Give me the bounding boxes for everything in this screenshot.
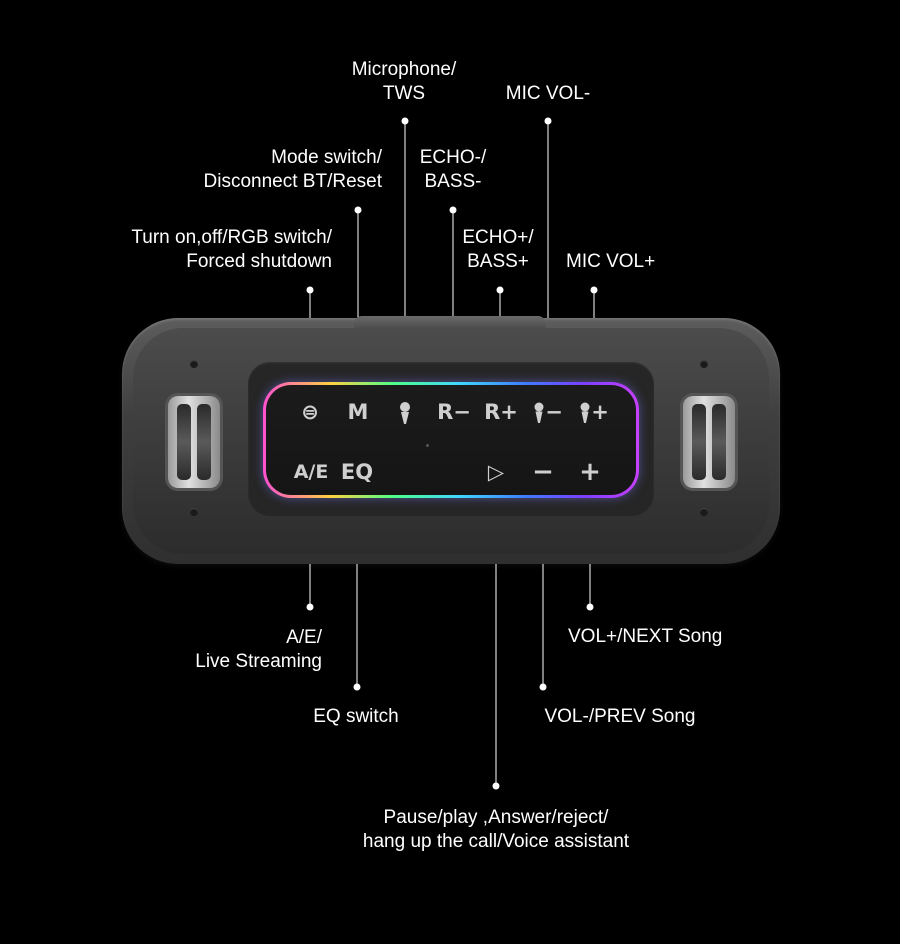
- label-mic-vol-up: MIC VOL+: [566, 251, 656, 272]
- echo-down-button[interactable]: R−: [432, 397, 476, 427]
- label-vol-up-next-song: VOL+/NEXT Song: [568, 626, 723, 647]
- microphone-button[interactable]: [385, 397, 425, 427]
- label-echo-down: ECHO-/BASS-: [419, 147, 487, 192]
- label-mic-vol-down: MIC VOL-: [505, 83, 591, 104]
- echo-up-button[interactable]: R+: [479, 397, 523, 427]
- microphone-icon: [534, 402, 544, 423]
- screw: [190, 508, 198, 516]
- label-play-pause-call: Pause/play ,Answer/reject/hang up the ca…: [362, 807, 630, 852]
- microphone-icon: [400, 402, 410, 424]
- label-eq-switch: EQ switch: [313, 706, 399, 727]
- mic-vol-up-button[interactable]: +: [572, 397, 616, 427]
- minus-icon: −: [545, 400, 563, 424]
- mic-vol-down-button[interactable]: −: [526, 397, 570, 427]
- label-mode-switch: Mode switch/Disconnect BT/Reset: [203, 147, 382, 192]
- screw: [700, 508, 708, 516]
- left-port: [168, 396, 220, 488]
- ae-button[interactable]: A/E: [288, 457, 334, 487]
- microphone-icon: [580, 402, 590, 423]
- rgb-light-ring: [263, 382, 639, 498]
- eq-button[interactable]: EQ: [337, 457, 377, 487]
- mic-hole: [426, 444, 429, 447]
- plus-icon: +: [591, 400, 609, 424]
- power-button[interactable]: ⊜: [290, 397, 330, 427]
- mode-button[interactable]: M: [338, 397, 378, 427]
- label-power: Turn on,off/RGB switch/Forced shutdown: [131, 227, 332, 272]
- volume-up-button[interactable]: +: [570, 457, 610, 487]
- screw: [190, 360, 198, 368]
- right-port: [683, 396, 735, 488]
- screw: [700, 360, 708, 368]
- label-microphone-tws: Microphone/TWS: [351, 59, 457, 104]
- volume-down-button[interactable]: −: [523, 457, 563, 487]
- label-vol-down-prev-song: VOL-/PREV Song: [544, 706, 696, 727]
- label-echo-up: ECHO+/BASS+: [462, 227, 534, 272]
- play-icon[interactable]: ▷: [476, 457, 516, 487]
- label-ae-live-streaming: A/E/Live Streaming: [195, 627, 322, 672]
